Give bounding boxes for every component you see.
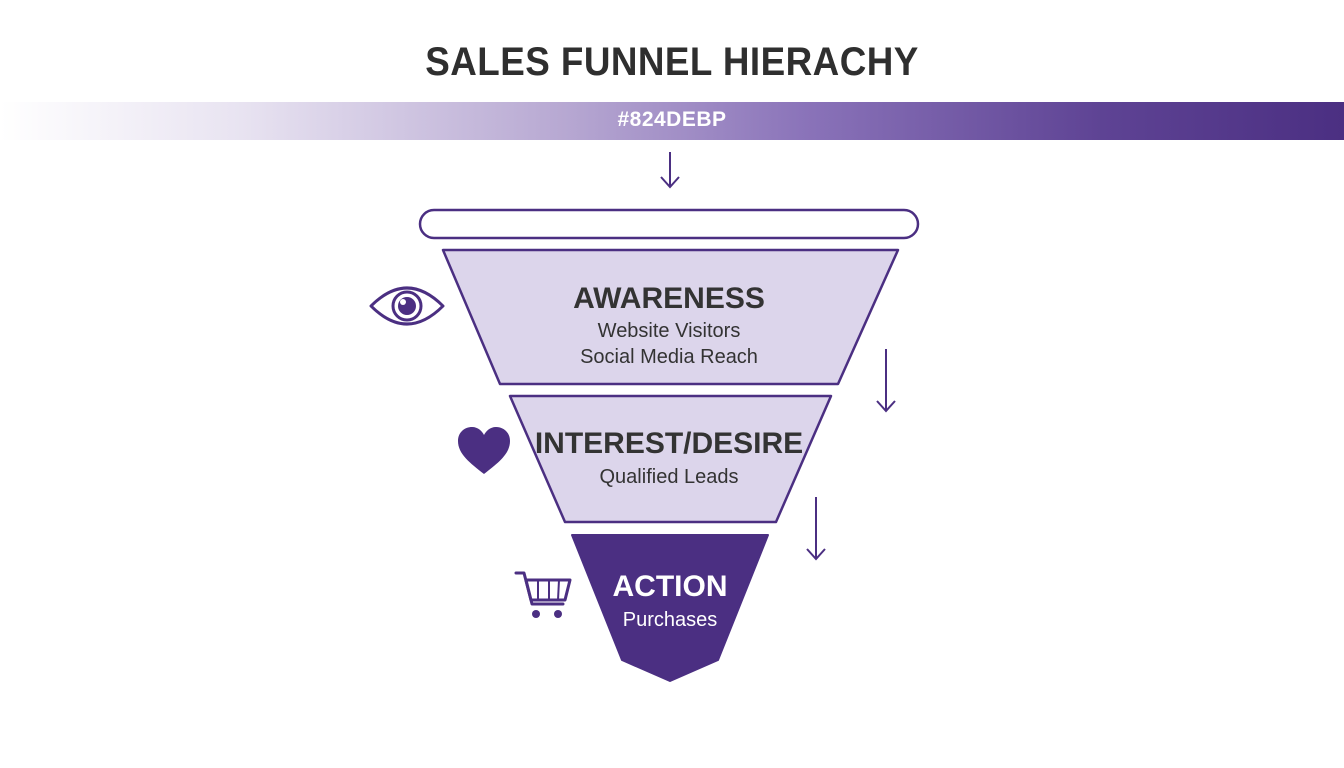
flow-arrow-2 xyxy=(806,497,826,561)
interest-desire-stage xyxy=(508,394,833,524)
color-gradient-band xyxy=(0,102,1344,140)
shopping-cart-icon xyxy=(514,571,572,618)
funnel-rim xyxy=(418,208,920,240)
diagram-title: SALES FUNNEL HIERACHY xyxy=(425,40,919,84)
action-line-1: Purchases xyxy=(623,609,718,631)
entry-arrow xyxy=(660,152,680,189)
flow-arrow-1 xyxy=(876,349,896,413)
awareness-stage xyxy=(441,248,900,386)
interest-desire-line-1: Qualified Leads xyxy=(600,466,739,488)
awareness-title: AWARENESS xyxy=(573,282,765,315)
awareness-line-2: Social Media Reach xyxy=(580,346,758,368)
action-title: ACTION xyxy=(613,570,728,603)
color-band-label: #824DEBP xyxy=(617,108,727,131)
eye-icon xyxy=(369,286,445,326)
heart-icon xyxy=(458,427,510,474)
awareness-line-1: Website Visitors xyxy=(598,320,741,342)
interest-desire-title: INTEREST/DESIRE xyxy=(535,427,803,460)
action-stage xyxy=(571,534,769,682)
